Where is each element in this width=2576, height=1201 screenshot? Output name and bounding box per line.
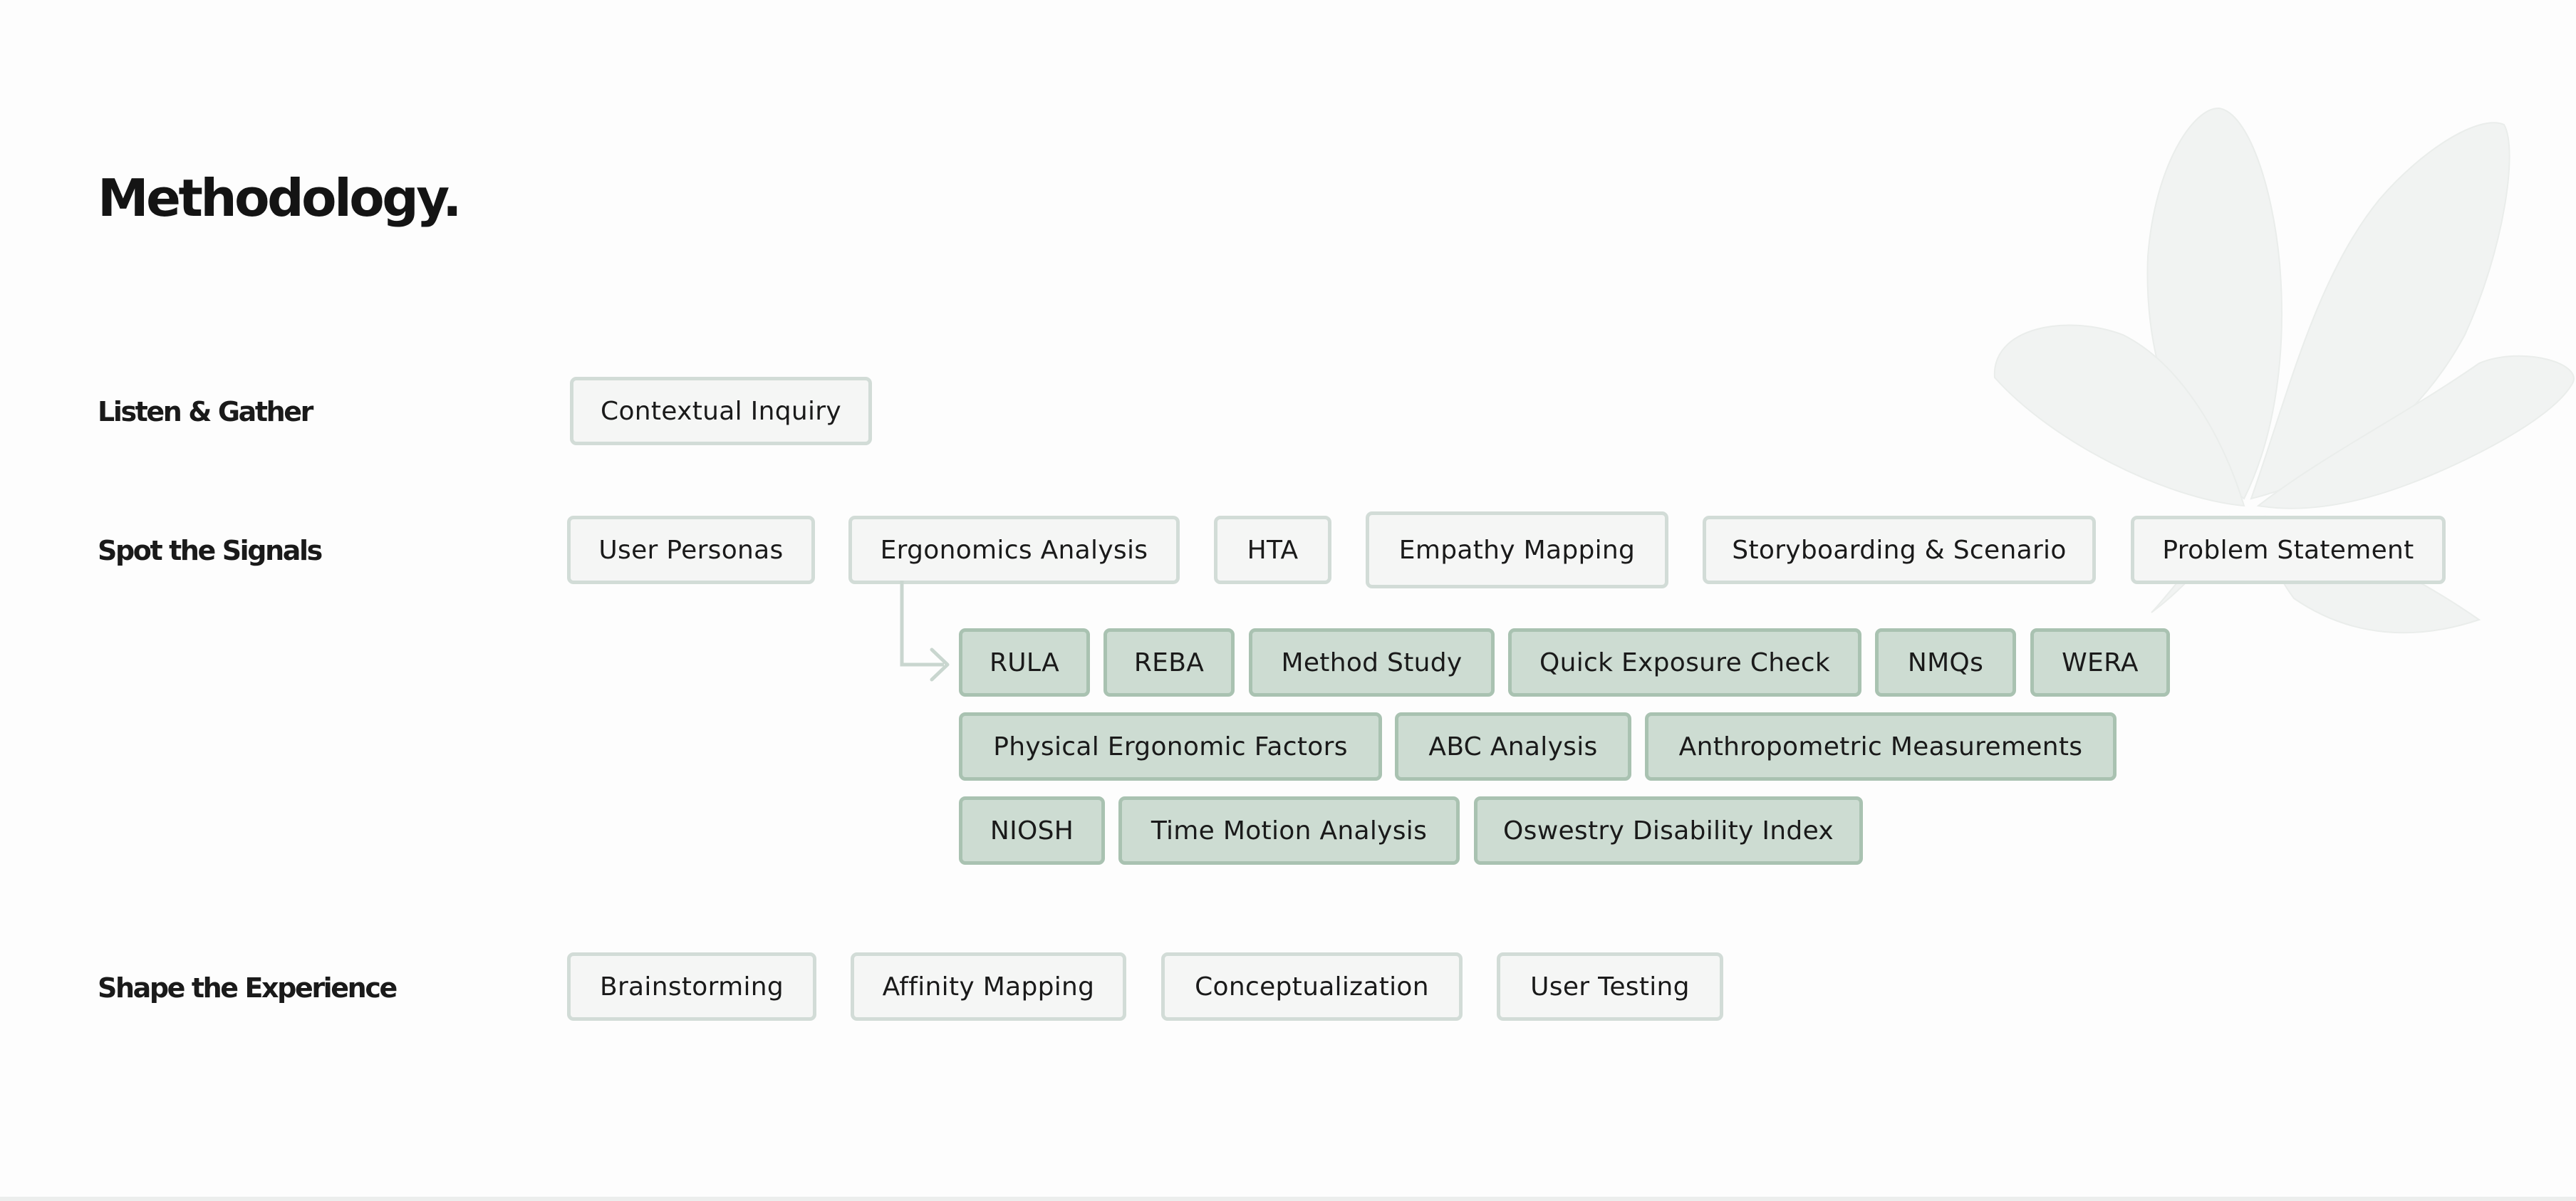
submethod-chip-reba[interactable]: REBA — [1103, 628, 1235, 697]
submethod-chip-physical-ergonomic-factors[interactable]: Physical Ergonomic Factors — [959, 712, 1382, 781]
submethod-chip-anthropometric-measurements[interactable]: Anthropometric Measurements — [1645, 712, 2117, 781]
submethod-chip-wera[interactable]: WERA — [2030, 628, 2170, 697]
method-chip-contextual-inquiry[interactable]: Contextual Inquiry — [570, 377, 872, 445]
method-chip-brainstorming[interactable]: Brainstorming — [567, 952, 816, 1021]
submethod-chip-niosh[interactable]: NIOSH — [959, 796, 1105, 865]
row-label-shape-experience: Shape the Experience — [98, 972, 398, 1004]
method-chip-ergonomics-analysis[interactable]: Ergonomics Analysis — [848, 516, 1180, 584]
row-label-spot-signals: Spot the Signals — [98, 535, 323, 566]
submethod-chip-method-study[interactable]: Method Study — [1249, 628, 1495, 697]
method-chip-user-personas[interactable]: User Personas — [567, 516, 815, 584]
row-label-listen-gather: Listen & Gather — [98, 396, 313, 427]
submethod-chip-quick-exposure-check[interactable]: Quick Exposure Check — [1508, 628, 1861, 697]
method-chip-hta[interactable]: HTA — [1214, 516, 1331, 584]
submethod-chip-oswestry-disability-index[interactable]: Oswestry Disability Index — [1474, 796, 1863, 865]
submethod-chip-nmqs[interactable]: NMQs — [1875, 628, 2016, 697]
section-divider — [0, 1197, 2576, 1201]
method-chip-user-testing[interactable]: User Testing — [1497, 952, 1723, 1021]
submethod-chip-rula[interactable]: RULA — [959, 628, 1090, 697]
method-chip-conceptualization[interactable]: Conceptualization — [1161, 952, 1463, 1021]
method-chip-problem-statement[interactable]: Problem Statement — [2131, 516, 2446, 584]
submethod-connector-arrow — [900, 581, 950, 682]
page-title: Methodology. — [98, 168, 462, 228]
submethod-chip-time-motion-analysis[interactable]: Time Motion Analysis — [1118, 796, 1460, 865]
method-chip-affinity-mapping[interactable]: Affinity Mapping — [851, 952, 1126, 1021]
submethod-chip-abc-analysis[interactable]: ABC Analysis — [1395, 712, 1631, 781]
method-chip-empathy-mapping[interactable]: Empathy Mapping — [1366, 511, 1668, 588]
method-chip-storyboarding-scenario[interactable]: Storyboarding & Scenario — [1703, 516, 2096, 584]
